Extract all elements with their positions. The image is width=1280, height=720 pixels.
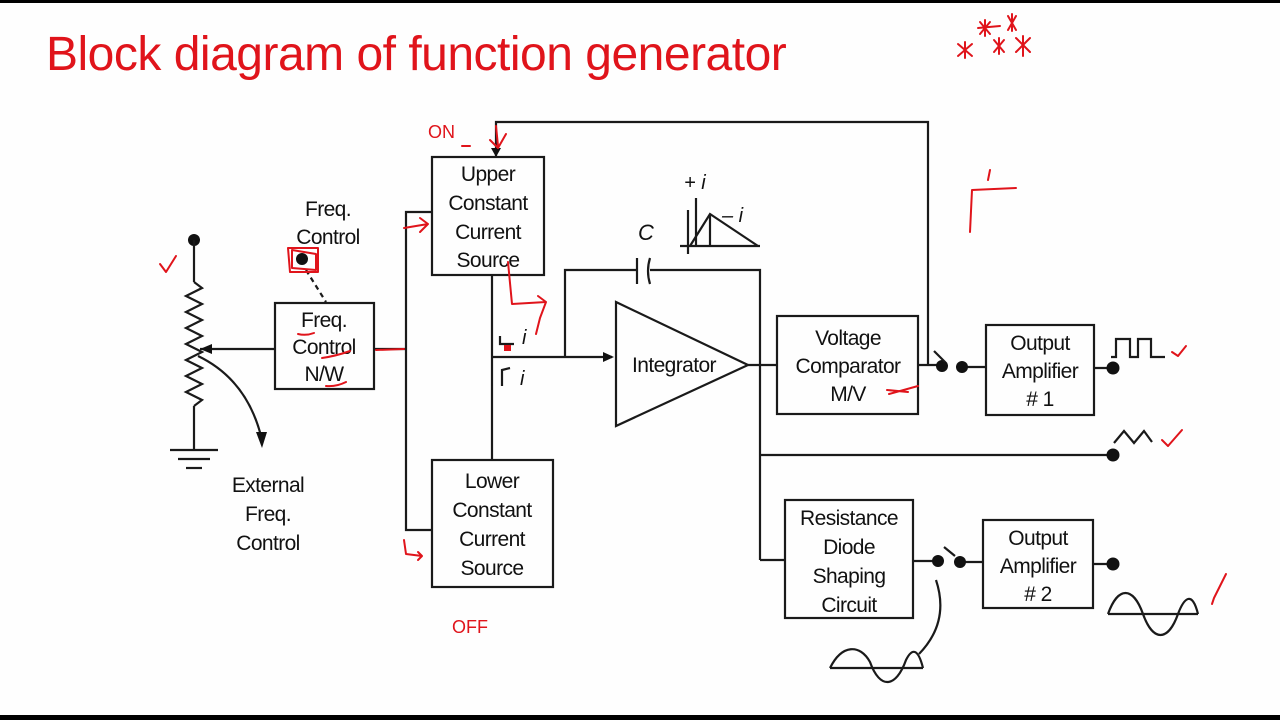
switch-1 bbox=[933, 350, 968, 373]
minus-i-label: – i bbox=[721, 205, 744, 227]
uccs-line-1: Upper bbox=[461, 163, 516, 186]
on-arrow-icon bbox=[489, 125, 507, 149]
output-amplifier-1-block: Output Amplifier # 1 bbox=[984, 323, 1096, 417]
nw-wire-highlight bbox=[375, 348, 405, 351]
integrator-input-arrowhead bbox=[603, 352, 614, 362]
external-control-curve bbox=[197, 355, 264, 441]
lccs-line-3: Current bbox=[459, 528, 526, 551]
freq-control-network-block: Freq. Control N/W bbox=[273, 301, 376, 391]
triangle-wave-icon bbox=[1113, 429, 1153, 445]
lccs-input-arrow-icon bbox=[403, 539, 423, 561]
sine-wave-shaper-icon bbox=[829, 579, 942, 684]
cursor-marker bbox=[504, 345, 511, 351]
comparator-line-2: Comparator bbox=[796, 355, 901, 378]
i-up-arrow-icon bbox=[498, 336, 514, 346]
comparator-line-1: Voltage bbox=[815, 327, 881, 350]
shaper-line-4: Circuit bbox=[821, 594, 877, 617]
shaper-line-1: Resistance bbox=[800, 507, 898, 530]
checkmark-pot bbox=[159, 255, 177, 273]
shaper-line-3: Shaping bbox=[813, 565, 886, 588]
i-down-arrow-icon bbox=[500, 366, 511, 386]
rising-edge-doodle bbox=[969, 169, 1017, 233]
integrator-label: Integrator bbox=[632, 354, 716, 377]
control-underline bbox=[321, 350, 351, 359]
shaper-pointer-curve bbox=[918, 579, 942, 655]
integrator-block: Integrator bbox=[614, 300, 751, 428]
slide-title: Block diagram of function generator bbox=[46, 28, 787, 81]
mv-scribble bbox=[886, 385, 919, 395]
wires bbox=[374, 120, 1112, 566]
capacitor-label: C bbox=[638, 220, 654, 245]
amp1-line-1: Output bbox=[1010, 332, 1070, 355]
switch-1-lever bbox=[933, 350, 946, 363]
freq-underline bbox=[297, 332, 315, 336]
freq-nw-line-3: N/W bbox=[304, 363, 344, 386]
external-freq-label-2: Freq. bbox=[245, 503, 291, 526]
current-waveform-icon bbox=[680, 198, 760, 254]
lccs-line-1: Lower bbox=[465, 470, 520, 493]
lower-constant-current-source-block: Lower Constant Current Source bbox=[430, 458, 555, 589]
cap-left-wire bbox=[563, 268, 637, 357]
external-freq-label-3: Control bbox=[236, 532, 300, 555]
freq-nw-line-1: Freq. bbox=[301, 309, 347, 332]
on-annotation: ON bbox=[428, 122, 455, 142]
off-annotation: OFF bbox=[452, 617, 488, 637]
capacitor-plate-right bbox=[646, 257, 652, 285]
uccs-line-2: Constant bbox=[448, 192, 528, 215]
shaper-line-2: Diode bbox=[823, 536, 875, 559]
output-amplifier-2-block: Output Amplifier # 2 bbox=[981, 518, 1095, 610]
lccs-line-4: Source bbox=[461, 557, 524, 580]
sine-output-terminal bbox=[1106, 557, 1120, 571]
checkmark-sine bbox=[1211, 573, 1227, 605]
upper-constant-current-source-block: Upper Constant Current Source bbox=[430, 155, 546, 277]
external-control-arrowhead bbox=[256, 432, 267, 448]
square-wave-icon bbox=[1111, 337, 1165, 359]
freq-control-label-1: Freq. bbox=[305, 198, 351, 221]
annotations: ON OFF bbox=[159, 13, 1227, 637]
amp2-line-2: Amplifier bbox=[1000, 555, 1077, 578]
voltage-comparator-block: Voltage Comparator M/V bbox=[775, 314, 920, 416]
switch-2-lever bbox=[943, 546, 956, 557]
knob-highlight bbox=[287, 247, 319, 273]
potentiometer bbox=[170, 234, 327, 470]
i-label-down: i bbox=[520, 368, 525, 390]
sine-wave-output-icon bbox=[1106, 592, 1200, 636]
amp2-line-3: # 2 bbox=[1024, 583, 1051, 606]
uccs-line-4: Source bbox=[457, 249, 520, 272]
feedback-arrowhead bbox=[491, 148, 501, 157]
lccs-line-2: Constant bbox=[452, 499, 532, 522]
checkmark-triangle bbox=[1161, 429, 1183, 447]
control-bus-wire bbox=[404, 210, 432, 532]
external-freq-label-1: External bbox=[232, 474, 304, 497]
nw-underline bbox=[325, 381, 347, 388]
freq-control-label-2: Control bbox=[296, 226, 360, 249]
amp2-line-1: Output bbox=[1008, 527, 1068, 550]
freq-nw-line-2: Control bbox=[292, 336, 356, 359]
i-label-up: i bbox=[522, 327, 527, 349]
wiper-arrowhead bbox=[200, 344, 212, 354]
comparator-line-3: M/V bbox=[830, 383, 866, 406]
feedback-wire bbox=[494, 120, 930, 365]
amp1-line-2: Amplifier bbox=[1002, 360, 1079, 383]
cap-right-wire bbox=[650, 268, 762, 365]
plus-i-label: + i bbox=[684, 172, 706, 194]
pot-resistor-zigzag bbox=[183, 281, 205, 407]
square-output-terminal bbox=[1106, 361, 1120, 375]
stars-annotation bbox=[957, 13, 1031, 59]
switch-2 bbox=[932, 546, 966, 568]
freq-control-knob bbox=[296, 253, 308, 265]
current-flow-arrow-icon bbox=[507, 261, 547, 335]
shaping-circuit-block: Resistance Diode Shaping Circuit bbox=[783, 498, 915, 620]
uccs-input-arrow-icon bbox=[403, 217, 429, 233]
triangle-output-terminal bbox=[1106, 448, 1120, 462]
uccs-line-3: Current bbox=[455, 221, 522, 244]
knob-linkage-dashed bbox=[305, 269, 327, 303]
amp1-line-3: # 1 bbox=[1026, 388, 1053, 411]
checkmark-square bbox=[1171, 345, 1187, 357]
